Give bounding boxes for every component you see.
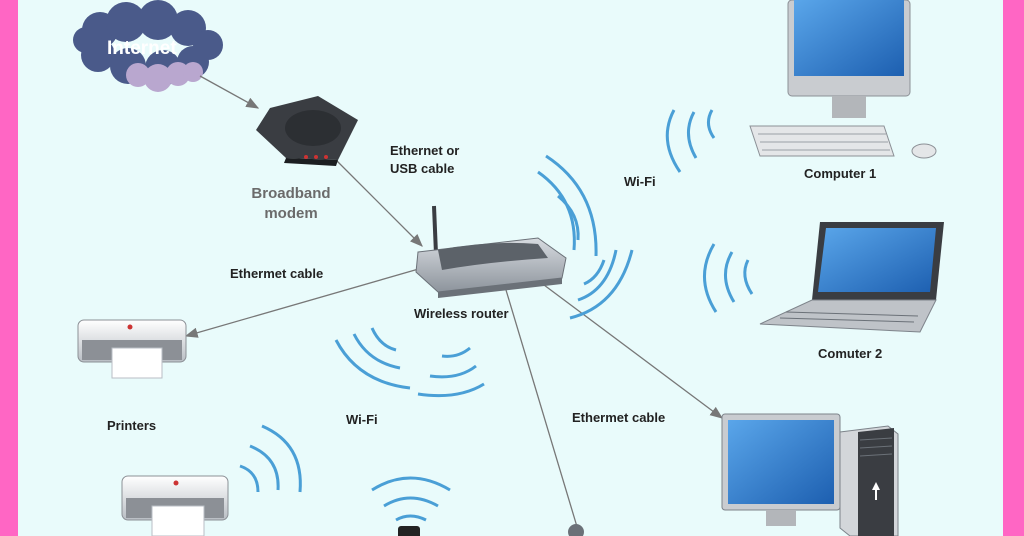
computer1-icon — [749, 0, 937, 159]
computer2-label: Comuter 2 — [818, 346, 883, 361]
internet-label: Internet — [107, 38, 177, 59]
wifi-waves-bottom — [239, 424, 451, 522]
modem-label-line1: Broadband — [251, 185, 331, 202]
router-label: Wireless router — [414, 306, 509, 321]
wifi-label-right: Wi-Fi — [624, 174, 656, 189]
link-router-bottom — [505, 289, 579, 531]
network-diagram: Internet Broadband modem Ethernet or USB… — [18, 0, 1003, 536]
modem-label-line2: modem — [264, 205, 318, 222]
link-router-printer — [184, 267, 423, 338]
diagram-graphics — [73, 0, 944, 536]
modem-icon — [256, 96, 358, 166]
modem-router-link-label: Ethernet or USB cable — [390, 142, 459, 178]
internet-cloud-icon — [73, 0, 223, 92]
modem-label: Broadband modem — [236, 184, 346, 224]
link-modem-router — [335, 159, 423, 247]
connection-lines — [184, 75, 724, 531]
bottom-device-icon — [398, 524, 584, 536]
printer2-icon — [121, 475, 229, 536]
router-icon — [415, 205, 567, 298]
wifi-waves-router-right — [537, 154, 634, 320]
wifi-waves-computer1 — [665, 109, 716, 173]
printers-label: Printers — [107, 418, 157, 433]
link-internet-modem — [199, 75, 260, 109]
modem-router-link-label-line1: Ethernet or — [390, 143, 460, 158]
computer1-label: Computer 1 — [804, 166, 877, 181]
ethernet-desktop-label: Ethermet cable — [572, 410, 666, 425]
printer1-icon — [77, 319, 187, 379]
ethernet-printer-label: Ethermet cable — [230, 266, 324, 281]
wifi-waves-computer2 — [703, 243, 754, 313]
wifi-label-left: Wi-Fi — [346, 412, 378, 427]
wifi-waves-middle — [334, 327, 485, 398]
computer2-icon — [759, 222, 944, 333]
desktop-computer-icon — [721, 413, 899, 536]
link-router-desktop — [539, 281, 724, 419]
modem-router-link-label-line2: USB cable — [390, 161, 455, 176]
